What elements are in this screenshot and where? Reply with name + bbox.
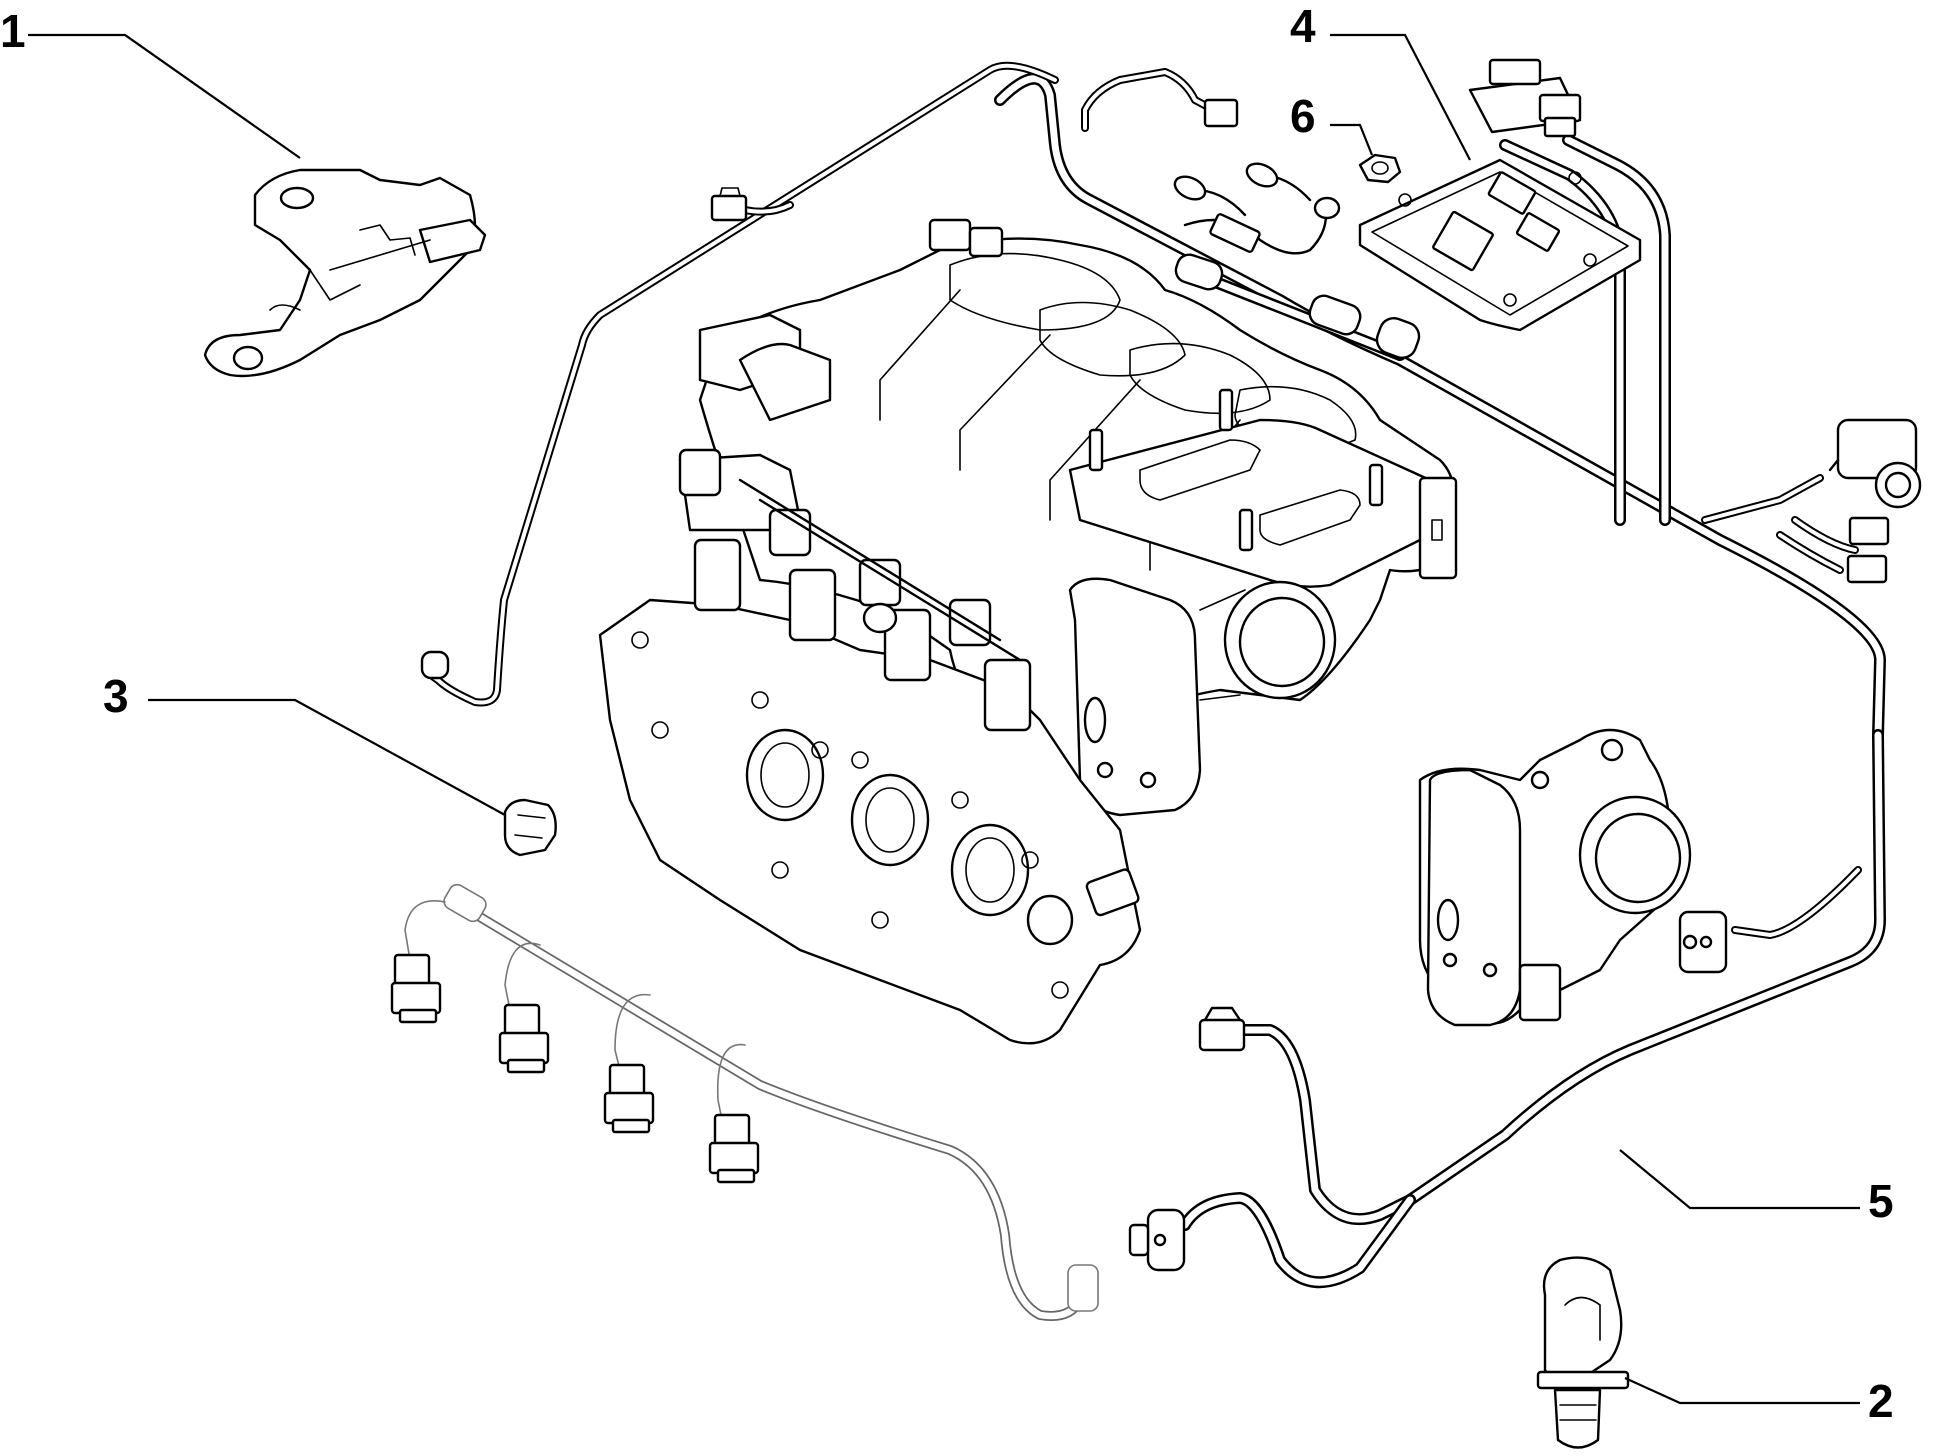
callout-label-4: 4 <box>1290 0 1316 52</box>
callout-leaders <box>28 33 1860 1405</box>
leader-line-2 <box>1624 1376 1860 1405</box>
harness-clip-part-2 <box>1536 1256 1630 1449</box>
leader-line-1 <box>28 33 301 159</box>
callout-label-5: 5 <box>1868 1175 1894 1227</box>
callout-label-6: 6 <box>1290 90 1316 142</box>
bracket-part-1 <box>203 168 487 378</box>
injector-connector-4 <box>708 1113 760 1184</box>
control-unit-part-4 <box>1358 158 1642 332</box>
callout-labels: 1 2 3 4 5 6 <box>0 0 1894 1427</box>
leader-line-3 <box>148 698 506 816</box>
small-clip-part-3 <box>503 798 557 857</box>
injector-connector-3 <box>603 1063 655 1134</box>
callout-label-2: 2 <box>1868 1375 1894 1427</box>
leader-line-5 <box>1619 1149 1860 1210</box>
leader-line-4 <box>1330 33 1471 161</box>
leader-line-6 <box>1330 123 1374 156</box>
injector-connector-2 <box>498 1003 550 1074</box>
wiring-harness <box>420 58 1922 1289</box>
nut-part-6 <box>1358 153 1402 184</box>
injector-connector-1 <box>390 953 442 1024</box>
injector-harness <box>390 883 1099 1321</box>
intake-manifold <box>598 218 1458 1045</box>
callout-label-3: 3 <box>103 670 129 722</box>
throttle-body <box>1418 728 1692 1027</box>
callout-label-1: 1 <box>0 5 26 57</box>
